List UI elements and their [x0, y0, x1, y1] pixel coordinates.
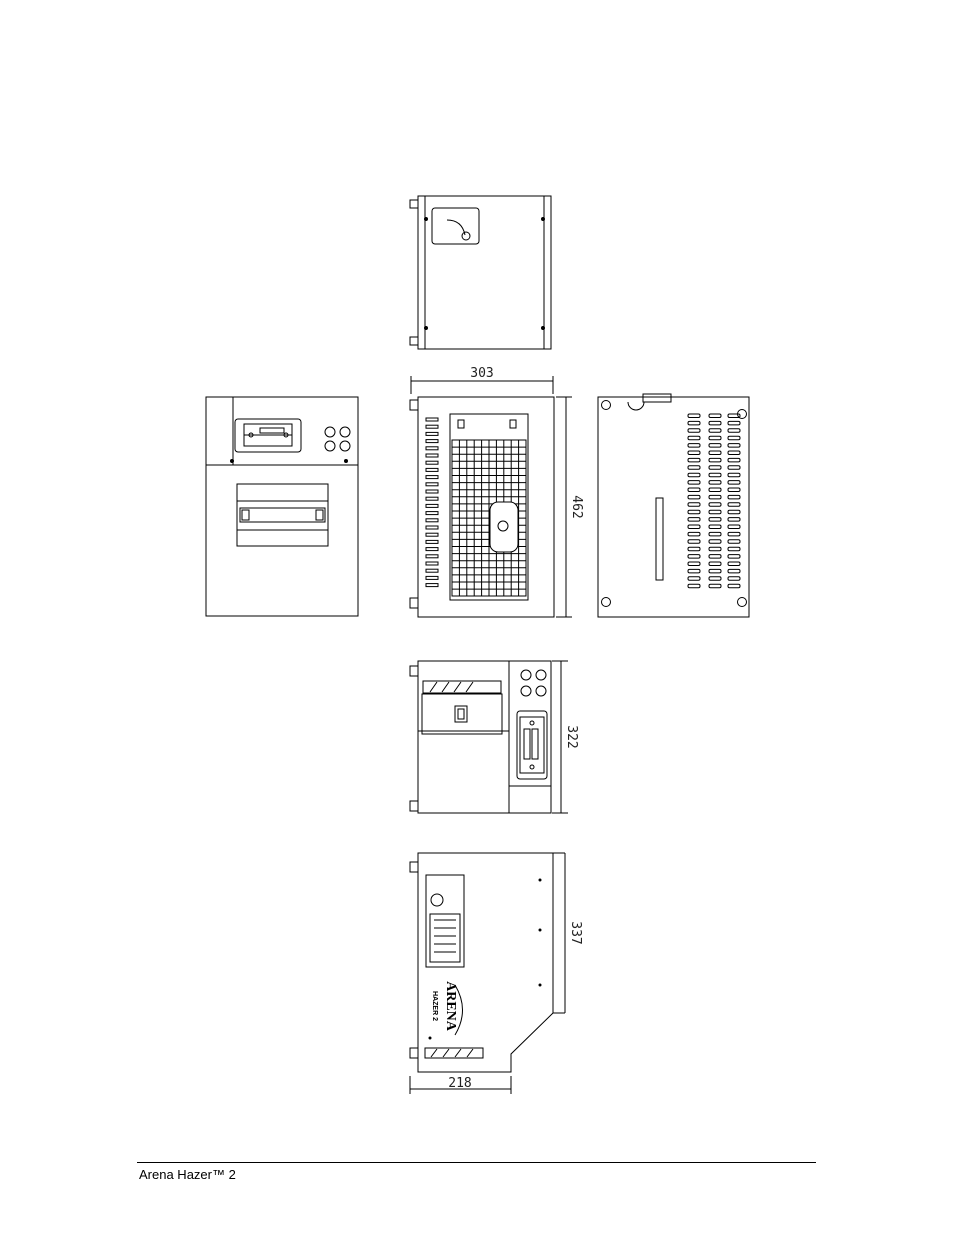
bottom-view	[598, 394, 749, 617]
bottom-vent-slots	[688, 414, 740, 588]
rear-view	[410, 661, 551, 813]
dimension-label-303: 303	[470, 366, 493, 381]
label-side-view	[410, 853, 565, 1072]
front-vent-slots	[426, 418, 438, 587]
footer-rule	[137, 1162, 816, 1163]
dimension-label-337: 337	[568, 921, 583, 944]
dimension-label-462: 462	[569, 495, 584, 518]
top-view	[410, 196, 551, 349]
left-side-view	[206, 397, 358, 616]
logo-hazer: HAZER 2	[431, 991, 438, 1021]
footer-title: Arena Hazer™ 2	[139, 1167, 236, 1182]
dimension-label-218: 218	[448, 1076, 471, 1091]
front-view	[410, 397, 554, 617]
dimension-label-322: 322	[564, 725, 579, 748]
logo-arena: ARENA	[443, 981, 458, 1032]
